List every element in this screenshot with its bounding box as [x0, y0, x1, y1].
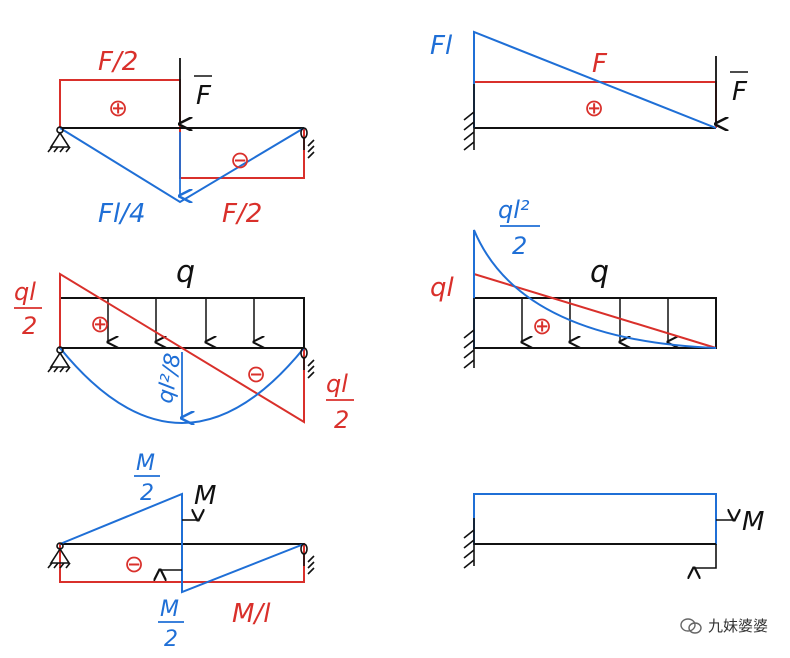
moment-load-label: M [194, 481, 216, 511]
shear-diagram [59, 272, 305, 424]
fixed-support [463, 518, 475, 569]
moment-bottom-denominator: 2 [164, 627, 178, 652]
moment-denominator: 2 [512, 232, 527, 260]
udl-box [473, 297, 717, 349]
moment-top-denominator: 2 [140, 481, 154, 506]
roller-support [300, 347, 315, 379]
panel-simple-point-load: F/2 ⊕ F ⊖ Fl/4 F/2 [47, 47, 315, 229]
shear-right-denominator: 2 [334, 406, 349, 434]
moment-label: Fl [430, 31, 453, 61]
negative-sign: ⊖ [124, 550, 144, 578]
shear-left-denominator: 2 [22, 312, 37, 340]
moment-diagram [59, 127, 305, 204]
fixed-support [463, 298, 475, 369]
positive-sign: ⊕ [90, 310, 110, 338]
moment-diagram [473, 229, 717, 349]
watermark: 九妹婆婆 [680, 615, 768, 636]
pin-support [47, 126, 71, 153]
fixed-support [463, 84, 475, 151]
shear-label: F [592, 49, 608, 79]
panel-cantilever-moment: M [463, 493, 764, 569]
positive-sign: ⊕ [532, 312, 552, 340]
load-label: F [196, 81, 212, 111]
load-label: q [590, 255, 609, 290]
moment-diagram [473, 493, 717, 545]
panel-simple-moment: M 2 M ⊖ M 2 M/l [47, 451, 315, 652]
pin-support [47, 542, 71, 569]
moment-top-numerator: M [136, 451, 155, 476]
moment-diagram [59, 492, 305, 594]
shear-right-label: F/2 [222, 199, 262, 229]
load-label: q [176, 255, 195, 290]
watermark-text: 九妹婆婆 [707, 617, 768, 635]
moment-load-curl [694, 544, 717, 568]
shear-left-numerator: ql [14, 278, 36, 306]
positive-sign: ⊕ [108, 94, 128, 122]
negative-sign: ⊖ [246, 360, 266, 388]
shear-label: ql [430, 273, 455, 303]
roller-support [300, 543, 315, 575]
shear-left-label: F/2 [98, 47, 138, 77]
panel-cantilever-udl: ql² 2 ql q ⊕ [430, 196, 717, 369]
shear-label: M/l [232, 599, 271, 629]
moment-load-label: M [742, 507, 764, 537]
moment-bottom-numerator: M [160, 597, 179, 622]
positive-sign: ⊕ [584, 94, 604, 122]
negative-sign: ⊖ [230, 146, 250, 174]
udl-arrows [108, 298, 254, 342]
load-label: F [732, 77, 748, 107]
wechat-icon [680, 617, 702, 634]
panel-simple-udl: q ql 2 ⊕ ⊖ ql²/8 ql 2 [14, 255, 354, 434]
moment-label: Fl/4 [98, 199, 145, 229]
moment-numerator: ql² [498, 196, 530, 224]
pin-support [47, 346, 71, 373]
roller-support [300, 127, 315, 159]
shear-right-numerator: ql [326, 370, 348, 398]
panel-cantilever-point-load: Fl F ⊕ F [430, 30, 748, 151]
